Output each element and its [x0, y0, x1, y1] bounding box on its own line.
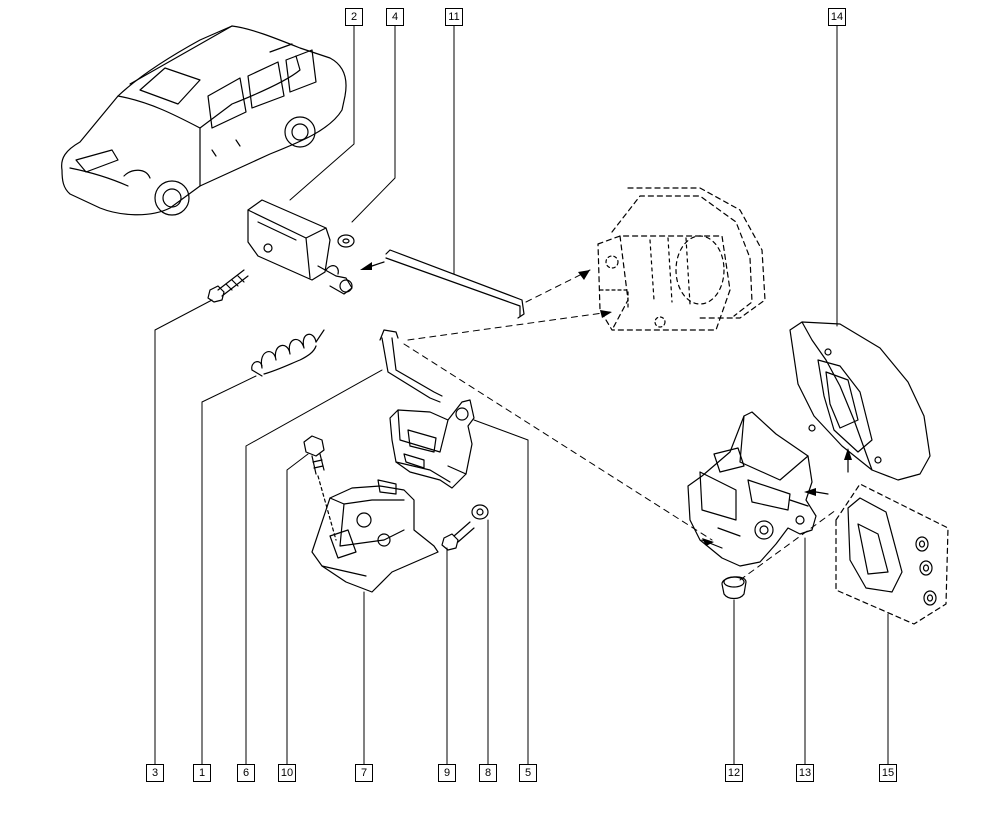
callout-7: 7 — [355, 764, 373, 782]
rod-part-11 — [385, 249, 525, 319]
vehicle-illustration — [61, 25, 347, 216]
washer-part-8 — [471, 504, 489, 520]
callout-10: 10 — [278, 764, 296, 782]
callout-5: 5 — [519, 764, 537, 782]
cover-part-14 — [789, 321, 931, 481]
leader-lines — [154, 25, 889, 765]
latch-part-5 — [389, 399, 475, 489]
bracket-part-7 — [311, 479, 439, 593]
screw-part-3 — [207, 269, 249, 303]
cap-part-12 — [721, 576, 747, 600]
callout-14: 14 — [828, 8, 846, 26]
callout-1: 1 — [193, 764, 211, 782]
screw-part-9 — [441, 521, 475, 551]
gasket-kit-part-15 — [835, 483, 949, 625]
callout-12: 12 — [725, 764, 743, 782]
callout-11: 11 — [445, 8, 463, 26]
actuator-motor-unit — [597, 187, 766, 331]
assembly-lines — [403, 269, 837, 581]
callout-6: 6 — [237, 764, 255, 782]
rod-part-6 — [379, 329, 443, 403]
lock-mechanism-part-13 — [687, 411, 817, 567]
spring-part-1 — [251, 329, 325, 377]
callout-3: 3 — [146, 764, 164, 782]
clip-part-4 — [337, 234, 355, 248]
callout-4: 4 — [386, 8, 404, 26]
callout-8: 8 — [479, 764, 497, 782]
door-lock-actuator — [247, 199, 353, 295]
bolt-part-10 — [303, 435, 337, 541]
callout-2: 2 — [345, 8, 363, 26]
callout-9: 9 — [438, 764, 456, 782]
callout-15: 15 — [879, 764, 897, 782]
callout-13: 13 — [796, 764, 814, 782]
assembly-arrows — [360, 262, 852, 546]
